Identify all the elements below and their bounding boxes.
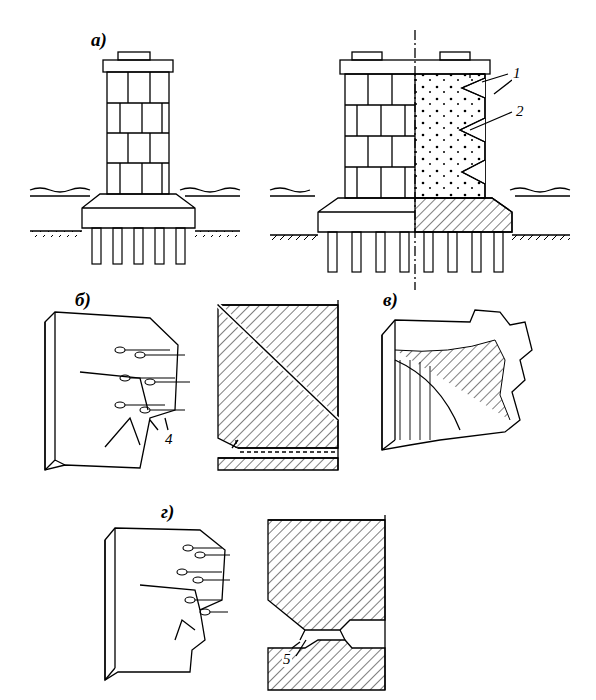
panel-letter: а) — [90, 30, 108, 49]
pier-right — [270, 30, 570, 290]
section-b — [218, 300, 338, 470]
block-v — [382, 310, 532, 450]
section-g — [268, 515, 385, 690]
callout-number: 5 — [282, 652, 292, 667]
callout-number: 1 — [512, 66, 522, 81]
panel-letter: б) — [74, 290, 92, 309]
panel-letter: в) — [382, 290, 399, 309]
block-g — [105, 528, 230, 680]
pier-left — [30, 52, 240, 264]
callout-number: 2 — [515, 104, 525, 119]
block-b — [45, 312, 190, 470]
panel-letter: г) — [160, 502, 175, 521]
callout-number: 4 — [164, 432, 174, 447]
